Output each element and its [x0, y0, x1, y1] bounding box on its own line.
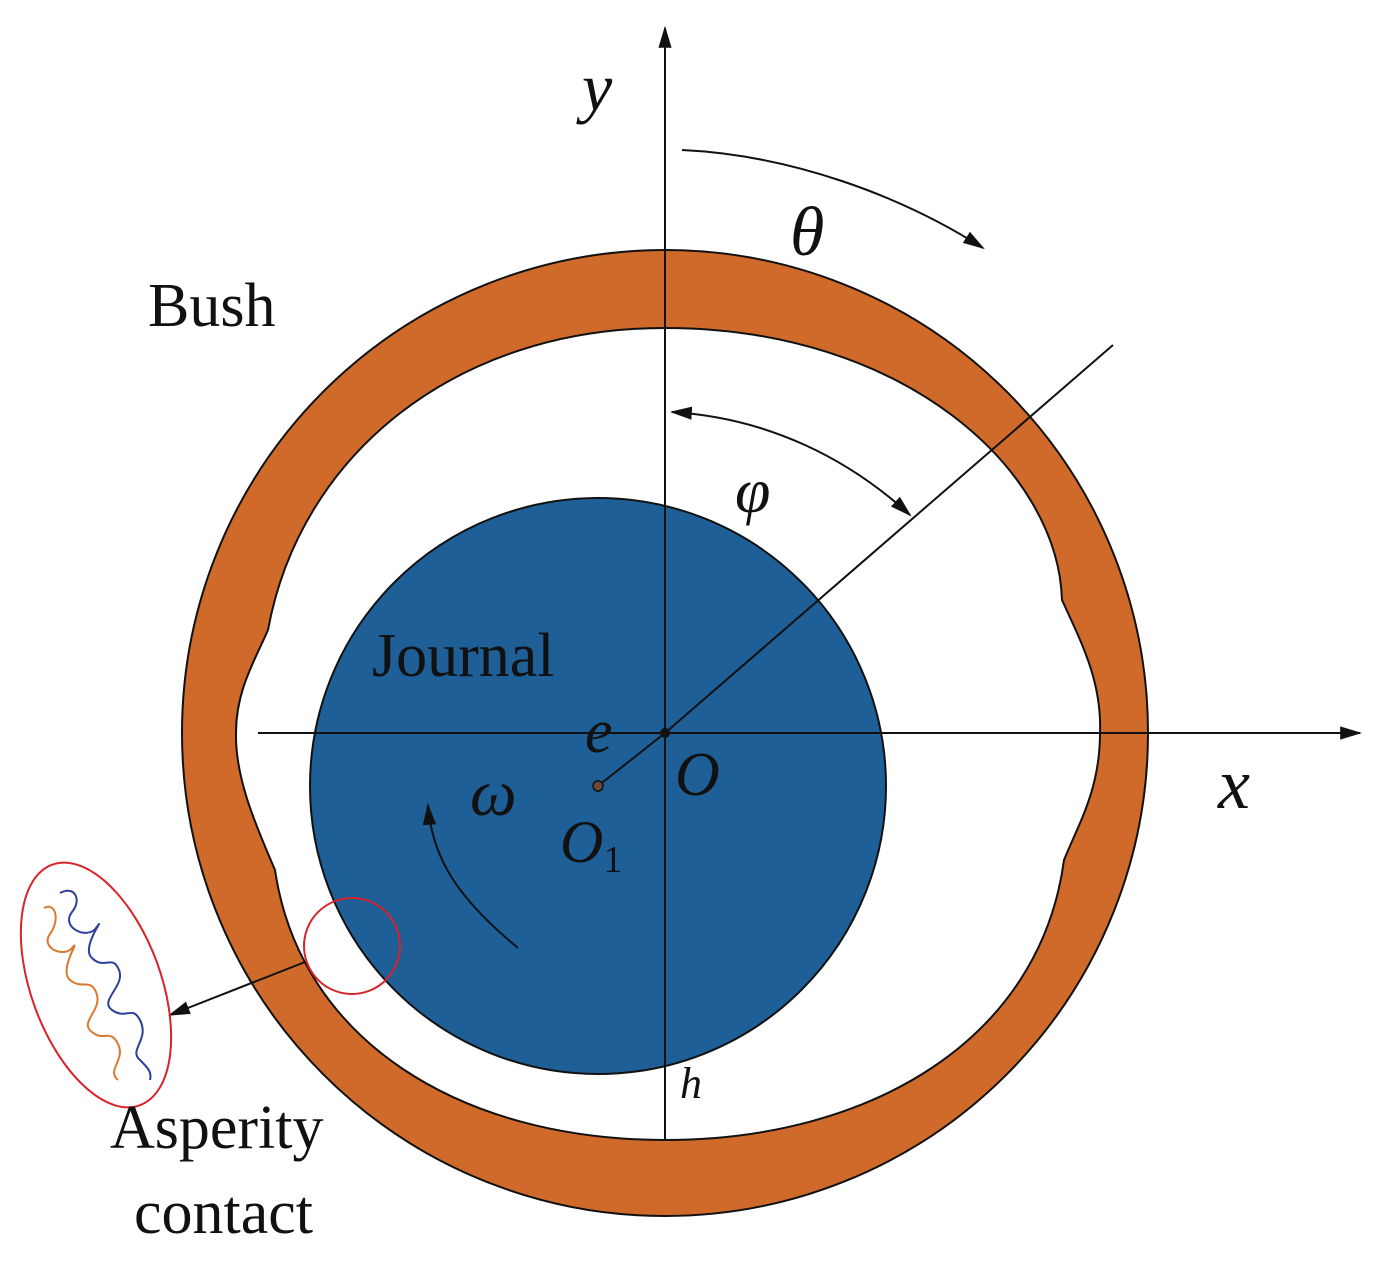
- x-axis-label: x: [1217, 744, 1250, 824]
- asperity-label-line1: Asperity: [110, 1094, 324, 1162]
- radial-line: [664, 344, 1114, 734]
- theta-label: θ: [790, 194, 824, 271]
- journal-center-label: O1: [560, 809, 622, 881]
- bush-label: Bush: [148, 272, 275, 340]
- journal-center-subscript: 1: [603, 839, 622, 881]
- phi-label: φ: [735, 455, 770, 526]
- omega-label: ω: [470, 757, 517, 830]
- asperity-label-line2: contact: [134, 1179, 313, 1247]
- origin-point: [660, 728, 670, 738]
- zoom-ellipse: [19, 861, 173, 1109]
- phi-arrow: [669, 406, 912, 517]
- theta-arrow: [681, 149, 985, 250]
- eccentricity-label: e: [585, 698, 613, 766]
- contact-region-circle: [303, 897, 401, 995]
- rough-surface-bush: [43, 905, 121, 1081]
- y-axis-label: y: [576, 49, 613, 125]
- journal-center-point: [592, 780, 604, 792]
- journal-label: Journal: [372, 622, 555, 690]
- rough-surface-journal: [59, 889, 152, 1081]
- origin-label: O: [675, 741, 720, 809]
- contact-leader-arrow: [167, 961, 306, 1016]
- journal-center-letter: O: [560, 809, 603, 875]
- eccentricity-line: [597, 732, 666, 787]
- film-thickness-label: h: [680, 1059, 702, 1108]
- omega-arrow: [422, 802, 519, 949]
